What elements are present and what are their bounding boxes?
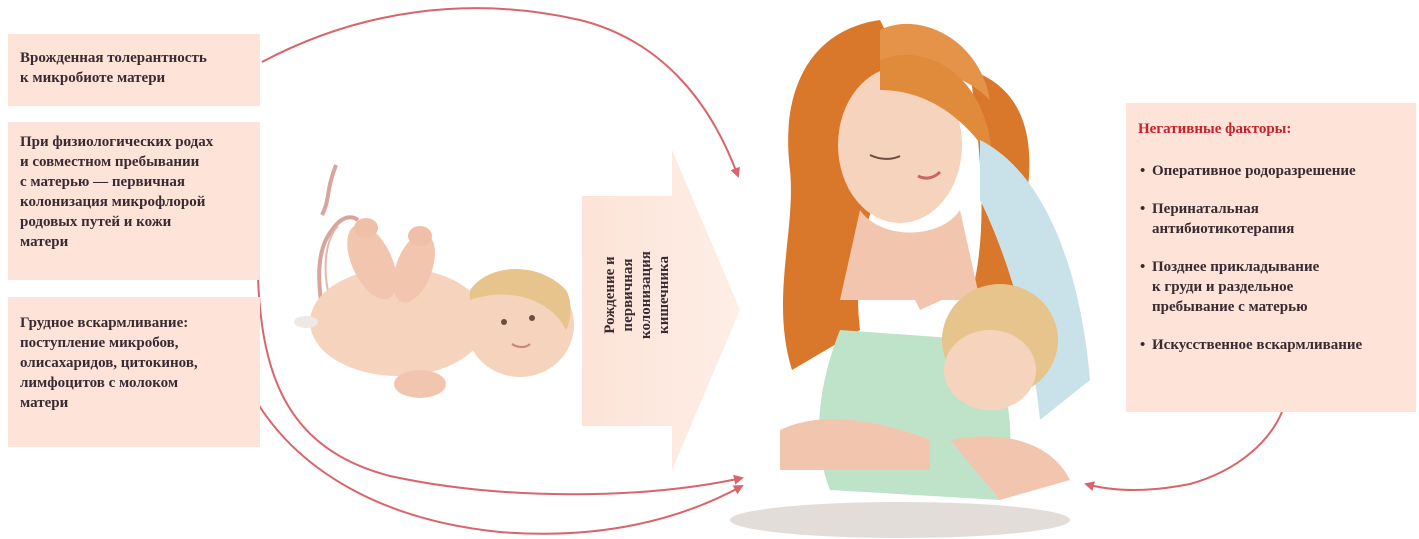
breastfeeding-text: Грудное вскармливание: поступление микро… — [20, 313, 248, 413]
negative-factor-item: Оперативное родоразрешение — [1138, 161, 1404, 181]
physiological-birth-box: При физиологических родах и совместном п… — [8, 122, 260, 280]
tolerance-box: Врожденная толерантность к микробиоте ма… — [8, 34, 260, 106]
baby-illustration — [294, 165, 574, 398]
negative-factor-item: Позднее прикладывание к груди и раздельн… — [1138, 257, 1404, 317]
negative-factor-item: Перинатальная антибиотикотерапия — [1138, 199, 1404, 239]
negative-factors-list: Оперативное родоразрешение Перинатальная… — [1138, 161, 1404, 355]
negative-factor-item: Искусственное вскармливание — [1138, 335, 1404, 355]
arrow-negative — [1086, 412, 1282, 490]
negative-factors-box: Негативные факторы: Оперативное родоразр… — [1126, 103, 1416, 412]
physiological-birth-text: При физиологических родах и совместном п… — [20, 132, 248, 252]
mother-illustration — [730, 20, 1090, 538]
birth-colonization-label: Рождение и первичная колонизация кишечни… — [582, 130, 692, 460]
birth-colonization-text: Рождение и первичная колонизация кишечни… — [601, 240, 673, 350]
negative-factors-title: Негативные факторы: — [1138, 119, 1404, 139]
breastfeeding-box: Грудное вскармливание: поступление микро… — [8, 297, 260, 447]
tolerance-text: Врожденная толерантность к микробиоте ма… — [20, 48, 248, 88]
